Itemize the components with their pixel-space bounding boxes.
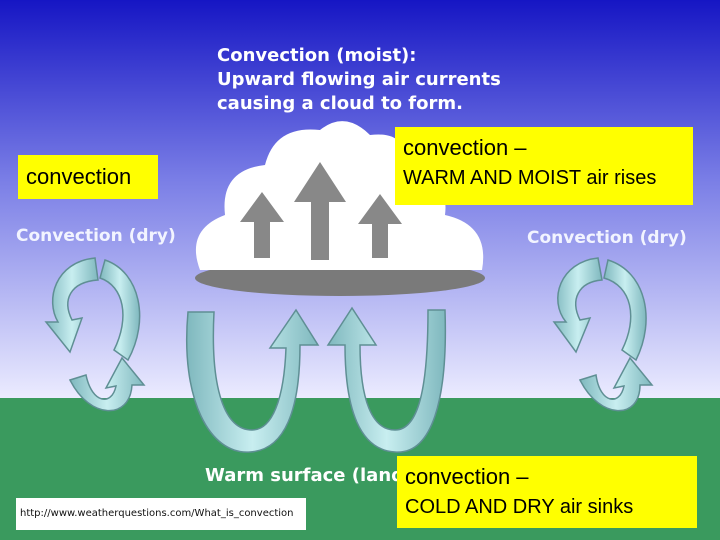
left-dry-label: Convection (dry): [16, 226, 176, 246]
left-convection-box: convection: [18, 155, 158, 199]
surface-label: Warm surface (land: [205, 465, 405, 486]
cloud-arrow-center: [294, 162, 346, 260]
left-dry-loop: [44, 257, 146, 412]
cloud: [195, 121, 485, 296]
right-loop-up-arrow: [578, 356, 654, 412]
right-loop-side: [603, 259, 647, 362]
left-loop-up-arrow: [68, 356, 146, 412]
left-convection-text: convection: [26, 164, 132, 189]
left-loop-side: [99, 259, 141, 362]
right-loop-down-arrow: [552, 257, 603, 354]
cold-air-text: COLD AND DRY air sinks: [405, 496, 634, 518]
cloud-arrow-left: [240, 192, 284, 258]
right-dry-label: Convection (dry): [527, 228, 687, 248]
warm-air-text: WARM AND MOIST air rises: [403, 167, 657, 189]
warm-air-box: convection – WARM AND MOIST air rises: [395, 127, 693, 205]
diagram-title-line-2: Upward flowing air currents: [217, 69, 501, 90]
cold-air-title: convection –: [405, 464, 529, 489]
diagram-title-line-1: Convection (moist):: [217, 45, 417, 66]
center-right-loop: [326, 306, 447, 453]
left-loop-down-arrow: [44, 257, 99, 354]
right-dry-loop: [552, 257, 654, 412]
warm-air-title: convection –: [403, 135, 527, 160]
cloud-arrow-right: [358, 194, 402, 258]
cold-air-box: convection – COLD AND DRY air sinks: [397, 456, 697, 528]
credit-box: [16, 498, 306, 530]
source-credit: http://www.weatherquestions.com/What_is_…: [20, 508, 294, 519]
central-loops: [186, 306, 447, 453]
center-left-loop: [186, 308, 320, 453]
diagram-title-line-3: causing a cloud to form.: [217, 93, 463, 114]
